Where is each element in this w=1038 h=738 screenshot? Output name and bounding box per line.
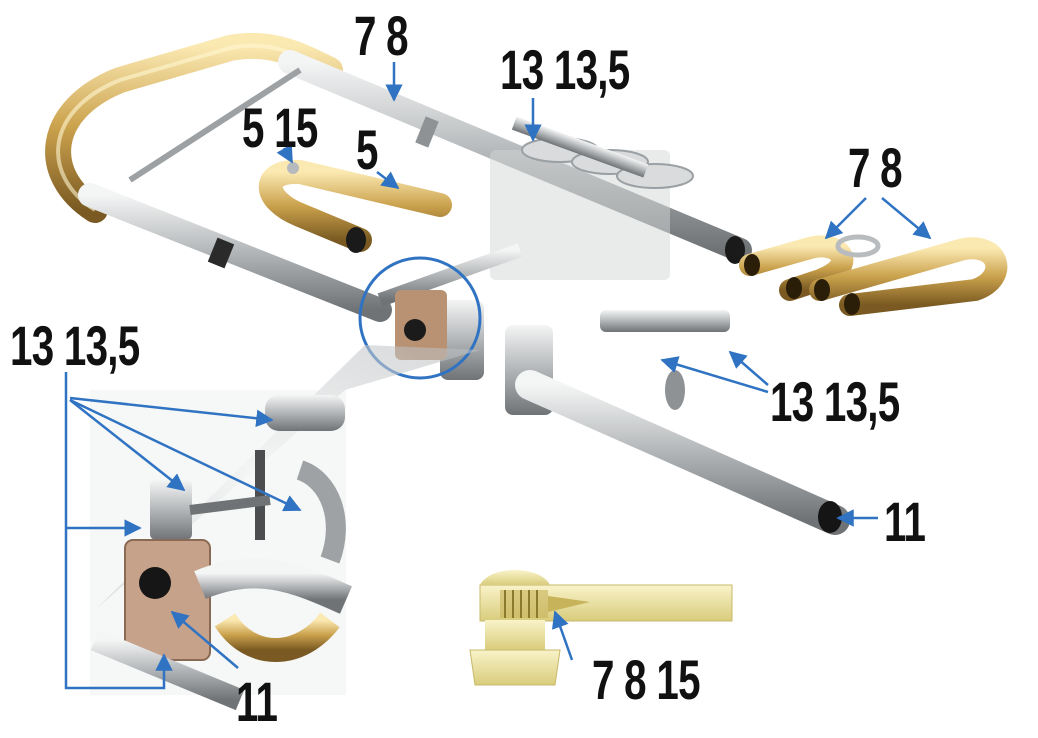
- arrow-detail-rotor: [170, 610, 239, 669]
- arrow-mech-2: [660, 356, 769, 394]
- small-u-slide: [258, 159, 452, 253]
- arrow-cap-screw: [552, 610, 574, 661]
- leadpipe: [515, 370, 850, 535]
- label-small-slide: 5: [356, 118, 378, 181]
- arrow-detail-top: [69, 399, 186, 492]
- detail-inset: [90, 390, 352, 711]
- label-detail-left: 13 13,5: [10, 314, 140, 377]
- label-top-tube: 7 8: [354, 4, 409, 67]
- arrow-mech-1: [728, 350, 769, 386]
- valve-section: [358, 116, 730, 415]
- arrow-detail-arm: [69, 398, 302, 512]
- right-slide-crooks: [739, 234, 1008, 316]
- label-small-slide-ball: 5 15: [242, 96, 318, 159]
- arrow-small-slide: [376, 171, 400, 190]
- label-valve-levers: 13 13,5: [500, 38, 630, 101]
- arrow-ball: [276, 143, 294, 164]
- arrow-crook-left: [824, 197, 867, 240]
- label-right-mechanism: 13 13,5: [770, 370, 900, 433]
- label-detail-rotor: 11: [236, 670, 278, 733]
- arrow-detail-levers: [69, 396, 274, 427]
- label-cap-screw: 7 8 15: [592, 648, 701, 711]
- arrow-crook-right: [881, 197, 932, 240]
- label-leadpipe-end: 11: [884, 490, 926, 553]
- bracket-detail: [64, 372, 173, 690]
- callout-arrows: [64, 62, 932, 690]
- label-right-slides: 7 8: [848, 136, 903, 199]
- cap-illustration: [469, 570, 733, 686]
